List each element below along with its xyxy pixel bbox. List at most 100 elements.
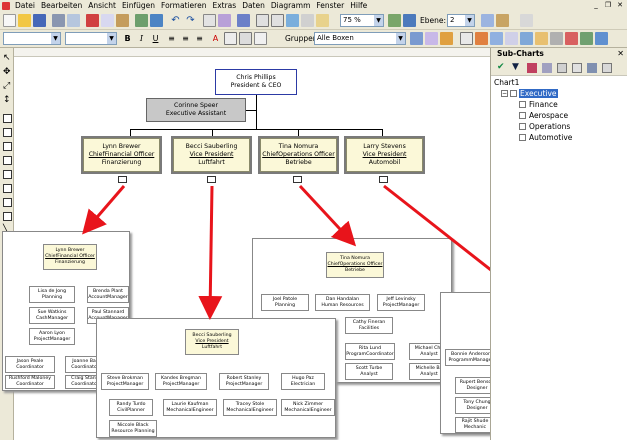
- font-size-select[interactable]: ▼: [65, 32, 117, 45]
- list-icon[interactable]: [572, 63, 582, 73]
- tree-node-aerospace[interactable]: Aerospace: [519, 111, 568, 120]
- chevron-down-icon[interactable]: ▼: [107, 33, 116, 44]
- tree-node-operations[interactable]: Operations: [519, 122, 570, 131]
- box-tool-8-icon[interactable]: [3, 212, 12, 221]
- pointer-icon[interactable]: ↖: [3, 53, 11, 63]
- fill-color-icon[interactable]: [224, 32, 237, 45]
- box-tool-7-icon[interactable]: [3, 198, 12, 207]
- assistant-box[interactable]: Corinne Speer Executive Assistant: [146, 98, 246, 122]
- chevron-down-icon[interactable]: ▼: [51, 33, 60, 44]
- chart-tool-8-icon[interactable]: [565, 32, 578, 45]
- connector-icon[interactable]: ⤢: [3, 81, 11, 91]
- box-tool-1-icon[interactable]: [3, 114, 12, 123]
- chart-tool-6-icon[interactable]: [535, 32, 548, 45]
- chevron-down-icon[interactable]: ▼: [465, 15, 474, 26]
- cut-icon[interactable]: [86, 14, 99, 27]
- collapse-icon[interactable]: −: [501, 90, 508, 97]
- align-center-icon[interactable]: ≡: [182, 34, 189, 43]
- check-icon[interactable]: ✔: [497, 62, 505, 72]
- menu-daten[interactable]: Daten: [242, 1, 265, 10]
- chart-tool-5-icon[interactable]: [520, 32, 533, 45]
- chart-tool-4-icon[interactable]: [505, 32, 518, 45]
- find-icon[interactable]: [203, 14, 216, 27]
- subchart-marker-icon[interactable]: [207, 176, 216, 183]
- checkbox-icon[interactable]: [519, 134, 526, 141]
- font-name-select[interactable]: ▼: [3, 32, 61, 45]
- print-preview-icon[interactable]: [67, 14, 80, 27]
- tree-root-chart[interactable]: Chart1: [494, 78, 520, 87]
- chart-tool-7-icon[interactable]: [550, 32, 563, 45]
- vp-box-operations[interactable]: Tina Nomura ChiefOperations Officer Betr…: [258, 136, 339, 174]
- people-icon[interactable]: [527, 63, 537, 73]
- bold-icon[interactable]: B: [124, 34, 131, 43]
- chart-tool-1-icon[interactable]: [460, 32, 473, 45]
- border-icon[interactable]: [239, 32, 252, 45]
- checkbox-icon[interactable]: [519, 101, 526, 108]
- subchart-aerospace[interactable]: Becci Sauberling Vice President Luftfahr…: [96, 318, 336, 438]
- box-tool-3-icon[interactable]: [3, 142, 12, 151]
- line-style-icon[interactable]: [254, 32, 267, 45]
- new-icon[interactable]: [3, 14, 16, 27]
- menu-formatieren[interactable]: Formatieren: [161, 1, 207, 10]
- actual-size-icon[interactable]: [301, 14, 314, 27]
- menu-hilfe[interactable]: Hilfe: [350, 1, 368, 10]
- zoom-select[interactable]: 75 % ▼: [340, 14, 384, 27]
- checkbox-icon[interactable]: [510, 90, 517, 97]
- chart-tool-3-icon[interactable]: [490, 32, 503, 45]
- checkbox-icon[interactable]: [519, 123, 526, 130]
- hand-icon[interactable]: [316, 14, 329, 27]
- move-icon[interactable]: ✥: [3, 67, 11, 77]
- save-icon[interactable]: [33, 14, 46, 27]
- print-icon[interactable]: [52, 14, 65, 27]
- subchart-marker-icon[interactable]: [379, 176, 388, 183]
- subchart-icon[interactable]: [481, 14, 494, 27]
- ceo-box[interactable]: Chris Phillips President & CEO: [215, 69, 297, 95]
- level-up-icon[interactable]: [388, 14, 401, 27]
- chevron-down-icon[interactable]: ▼: [374, 15, 383, 26]
- box-tool-2-icon[interactable]: [3, 128, 12, 137]
- box-tool-5-icon[interactable]: [3, 170, 12, 179]
- menu-fenster[interactable]: Fenster: [316, 1, 345, 10]
- print-icon[interactable]: [587, 63, 597, 73]
- redo-icon[interactable]: ↷: [186, 15, 195, 26]
- align-left-icon[interactable]: ≡: [168, 34, 175, 43]
- open-icon[interactable]: [18, 14, 31, 27]
- menu-extras[interactable]: Extras: [212, 1, 237, 10]
- align-right-icon[interactable]: ≡: [196, 34, 203, 43]
- export-icon[interactable]: [602, 63, 612, 73]
- menu-ansicht[interactable]: Ansicht: [88, 1, 116, 10]
- level-select[interactable]: 2 ▼: [447, 14, 475, 27]
- vp-box-aerospace[interactable]: Becci Sauberling Vice President Luftfahr…: [171, 136, 252, 174]
- vp-box-automotive[interactable]: Larry Stevens Vice President Automobil: [344, 136, 425, 174]
- chart-tool-9-icon[interactable]: [580, 32, 593, 45]
- close-icon[interactable]: ✕: [617, 49, 624, 58]
- menu-einfuegen[interactable]: Einfügen: [121, 1, 156, 10]
- org-icon[interactable]: [542, 63, 552, 73]
- tree-node-automotive[interactable]: Automotive: [519, 133, 572, 142]
- groups-select[interactable]: Alle Boxen ▼: [314, 32, 406, 45]
- undo-icon[interactable]: ↶: [171, 15, 180, 26]
- subchart-marker-icon[interactable]: [293, 176, 302, 183]
- italic-icon[interactable]: I: [139, 34, 144, 43]
- box-tool-6-icon[interactable]: [3, 184, 12, 193]
- tree-node-executive[interactable]: − Executive: [501, 89, 558, 98]
- copy-icon[interactable]: [101, 14, 114, 27]
- level-down-icon[interactable]: [403, 14, 416, 27]
- chart-tool-2-icon[interactable]: [475, 32, 488, 45]
- help-icon[interactable]: [520, 14, 533, 27]
- subchart-marker-icon[interactable]: [118, 176, 127, 183]
- data-icon[interactable]: [218, 14, 231, 27]
- minimize-icon[interactable]: _: [594, 1, 598, 9]
- chart-tool-10-icon[interactable]: [595, 32, 608, 45]
- close-icon[interactable]: ✕: [617, 1, 623, 9]
- box-icon[interactable]: [135, 14, 148, 27]
- layout-icon[interactable]: [237, 14, 250, 27]
- fit-icon[interactable]: [286, 14, 299, 27]
- font-color-icon[interactable]: A: [212, 34, 219, 43]
- tree-node-finance[interactable]: Finance: [519, 100, 558, 109]
- chevron-down-icon[interactable]: ▼: [396, 33, 405, 44]
- zoom-in-icon[interactable]: [256, 14, 269, 27]
- restore-icon[interactable]: ❐: [604, 1, 612, 9]
- menu-datei[interactable]: Datei: [15, 1, 36, 10]
- line-tool-icon[interactable]: ╲: [3, 225, 9, 235]
